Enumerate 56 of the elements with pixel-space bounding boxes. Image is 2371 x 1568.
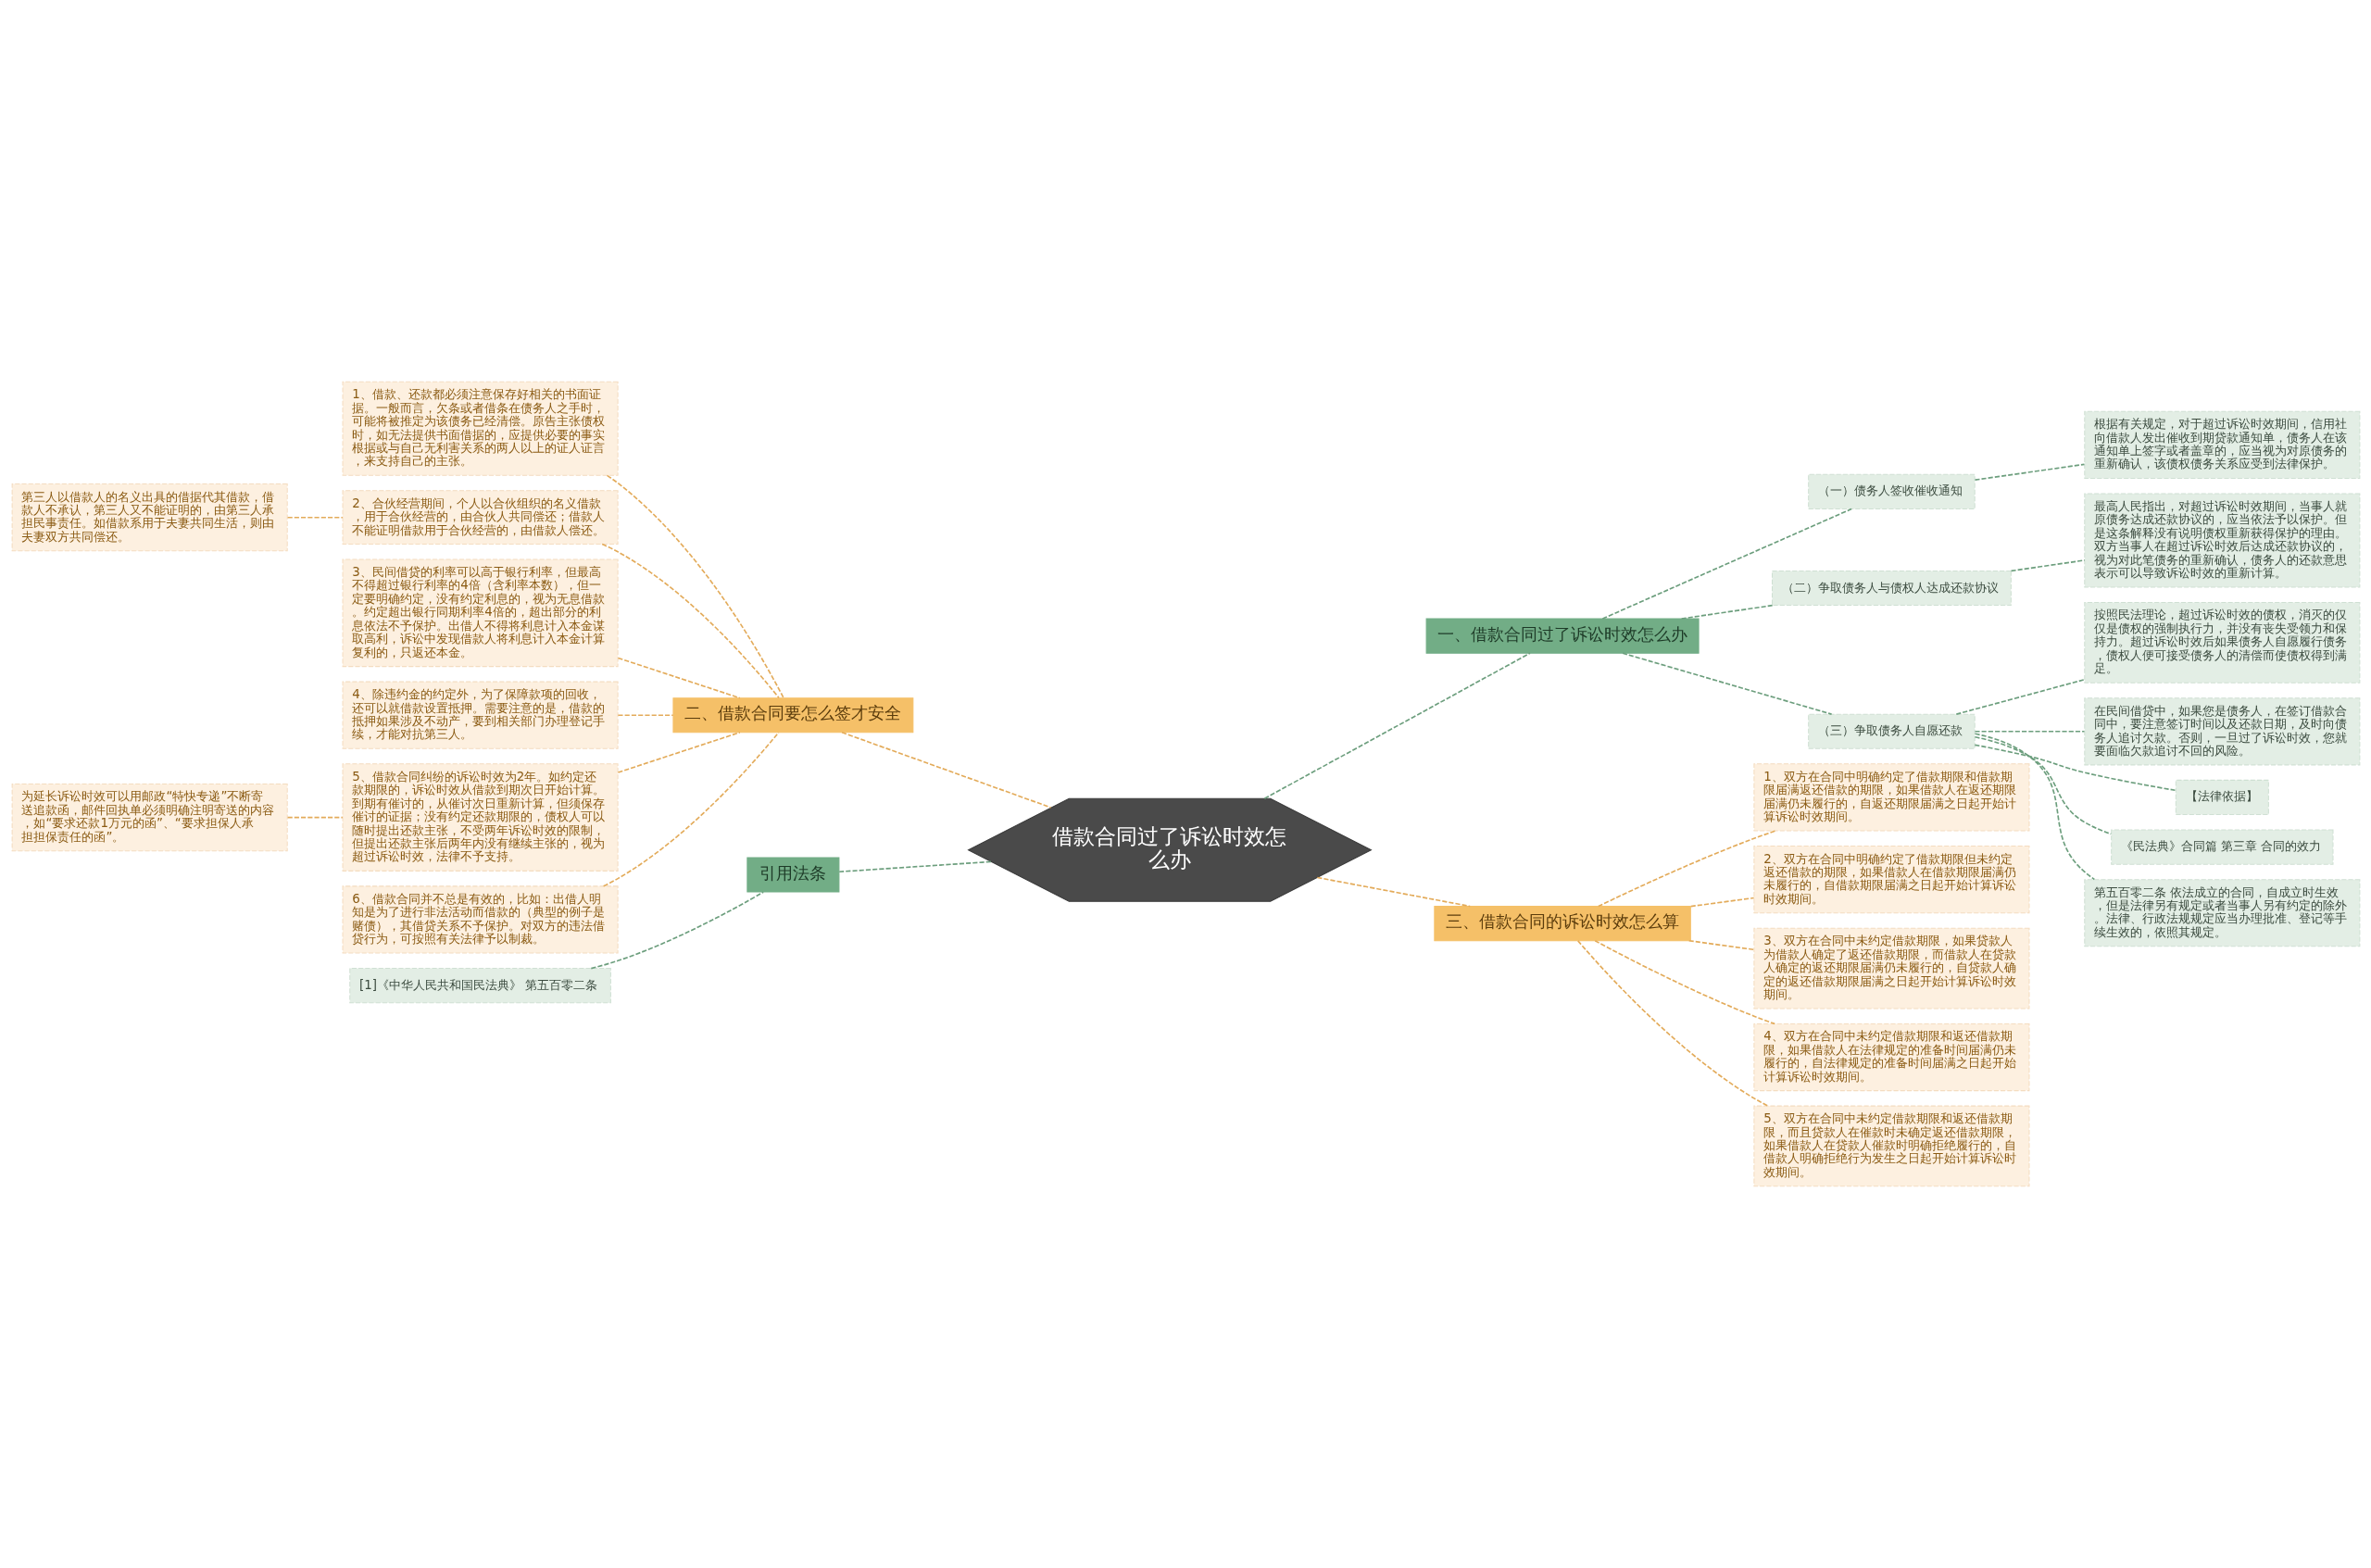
node-box: 第五百零二条 依法成立的合同，自成立时生效，但是法律另有规定或者当事人另有约定的除外。法律、行政法规规定应当办理批准、登记等手续生效的，依照其规定。 [2083,879,2360,947]
connector [837,860,992,873]
connector [617,714,674,717]
connector [589,891,764,970]
node-box: 二、借款合同要怎么签才安全 [671,697,913,734]
node-box: 最高人民指出，对超过诉讼时效期间，当事人就原债务达成还款协议的，应当依法予以保护。但是这条解释没有说明债权重新获得保护的理由。双方当事人在超过诉讼时效后达成还款协议的，视为对此笔债务的重新确认，债务人的还款意思表示可以导致诉讼时效的重新计算。 [2083,493,2360,588]
connector [1974,744,2177,792]
node-box: 【法律依据】 [2175,779,2269,816]
node-box: 在民间借贷中，如果您是债务人，在签订借款合同中，要注意签订时间以及还款日期，及时向债务人追讨欠款。否则，一旦过了诉讼时效，您就要面临欠款追讨不回的风险。 [2083,697,2360,766]
node-box: 《民法典》合同篇 第三章 合同的效力 [2110,829,2333,865]
connector [286,816,344,819]
connector [1601,508,1852,620]
node-box: （一）债务人签收催收通知 [1807,473,1976,509]
node-box: （三）争取债务人自愿还款 [1807,713,1976,749]
node-box: 2、合伙经营期间，个人以合伙组织的名义借款，用于合伙经营的，由合伙人共同偿还；借款人不能证明借款用于合伙经营的，由借款人偿还。 [342,490,619,546]
node-box: 根据有关规定，对于超过诉讼时效期间，信用社向借款人发出催收到期贷款通知单，债务人在该通知单上签字或者盖章的，应当视为对原债务的重新确认，该债权债务关系应受到法律保护。 [2083,410,2360,479]
connector [617,731,741,773]
connector [1955,678,2086,715]
connector [1576,940,1769,1107]
connector [286,516,344,519]
connector [606,474,784,699]
connector [602,732,779,887]
node-box: [1]《中华人民共和国民法典》 第五百零二条 [348,968,611,1004]
connector [1316,876,1471,908]
node-box: 5、双方在合同中未约定借款期限和返还借款期限，而且贷款人在催款时未确定返还借款期限，如果借款人在贷款人催款时明确拒绝履行的，自借款人明确拒绝行为发生之日起开始计算诉讼时效期间。 [1752,1105,2029,1187]
connector [1593,940,1775,1025]
connector [1689,897,1754,908]
connector [1974,463,2085,481]
connector [1974,733,2095,881]
connector [840,731,1051,809]
node-box: 1、双方在合同中明确约定了借款期限和借款期限届满返还借款的期限，如果借款人在返还期限届满仍未履行的，自返还期限届满之日起开始计算诉讼时效期间。 [1752,763,2029,832]
connector [2010,559,2086,572]
connector [1680,604,1774,620]
node-box: 4、双方在合同中未约定借款期限和返还借款期限，如果借款人在法律规定的准备时间届满仍未履行的，自法律规定的准备时间届满之日起开始计算诉讼时效期间。 [1752,1022,2029,1092]
node-box: 3、双方在合同中未约定借款期限，如果贷款人为借款人确定了返还借款期限，而借款人在贷款人确定的返还期限届满仍未履行的，自贷款人确定的返还借款期限届满之日起开始计算诉讼时效期间。 [1752,927,2029,1010]
connector [1263,652,1531,799]
connector [1687,939,1755,951]
node-box: 5、借款合同纠纷的诉讼时效为2年。如约定还款期限的，诉讼时效从借款到期次日开始计算。到期有催讨的，从催讨次日重新计算，但须保存催讨的证据；没有约定还款期限的，债权人可以随时提出还款主张，不受两年诉讼时效的限制，但提出还款主张后两年内没有继续主张的，视为超过诉讼时效，法律不予支持。 [342,763,619,872]
node-box: 1、借款、还款都必须注意保存好相关的书面证据。一般而言，欠条或者借条在债务人之手时，可能将被推定为该债务已经清偿。原告主张债权时，如无法提供书面借据的，应提供必要的事实根据或与自己无利害关系的两人以上的证人证言，来支持自己的主张。 [342,381,619,476]
node-box: 2、双方在合同中明确约定了借款期限但未约定返还借款的期限，如果借款人在借款期限届满仍未履行的，自借款期限届满之日起开始计算诉讼时效期间。 [1752,846,2029,914]
node-box: 3、民间借贷的利率可以高于银行利率，但最高不得超过银行利率的4倍（含利率本数），但一定要明确约定，没有约定利息的，视为无息借款。约定超出银行同期利率4倍的，超出部分的利息依法不予保护。出借人不得将利息计入本金谋取高利，诉讼中发现借款人将利息计入本金计算复利的，只返还本金。 [342,558,619,668]
node-box: 一、借款合同过了诉讼时效怎么办 [1425,618,1700,654]
node-box: （二）争取债务人与债权人达成还款协议 [1771,570,2012,607]
connector [1974,730,2085,733]
node-box: 6、借款合同并不总是有效的，比如：出借人明知是为了进行非法活动而借款的（典型的例子是赌债），其借贷关系不予保护。对双方的违法借贷行为，可按照有关法律予以制裁。 [342,885,619,954]
node-box: 4、除违约金的约定外，为了保障款项的回收，还可以就借款设置抵押。需要注意的是，借款的抵押如果涉及不动产，要到相关部门办理登记手续，才能对抗第三人。 [342,681,619,749]
connector [600,543,780,699]
connector [1621,652,1832,715]
node-box: 按照民法理论，超过诉讼时效的债权，消灭的仅仅是债权的强制执行力，并没有丧失受领力和保持力。超过诉讼时效后如果债务人自愿履行债务，债权人便可接受债务人的清偿而使债权得到满足。 [2083,602,2360,684]
node-box: 引用法条 [746,857,839,893]
node-box: 三、借款合同的诉讼时效怎么算 [1433,906,1691,942]
node-box: 为延长诉讼时效可以用邮政“特快专递”不断寄送追款函，邮件回执单必须明确注明寄送的内容，如“要求还款1万元的函”、“要求担保人承担担保责任的函”。 [11,784,288,852]
connector [617,657,741,699]
connector [1597,830,1776,908]
node-box: 第三人以借款人的名义出具的借据代其借款，借款人不承认，第三人又不能证明的，由第三人承担民事责任。如借款系用于夫妻共同生活，则由夫妻双方共同偿还。 [11,483,288,552]
connector [1974,735,2112,835]
